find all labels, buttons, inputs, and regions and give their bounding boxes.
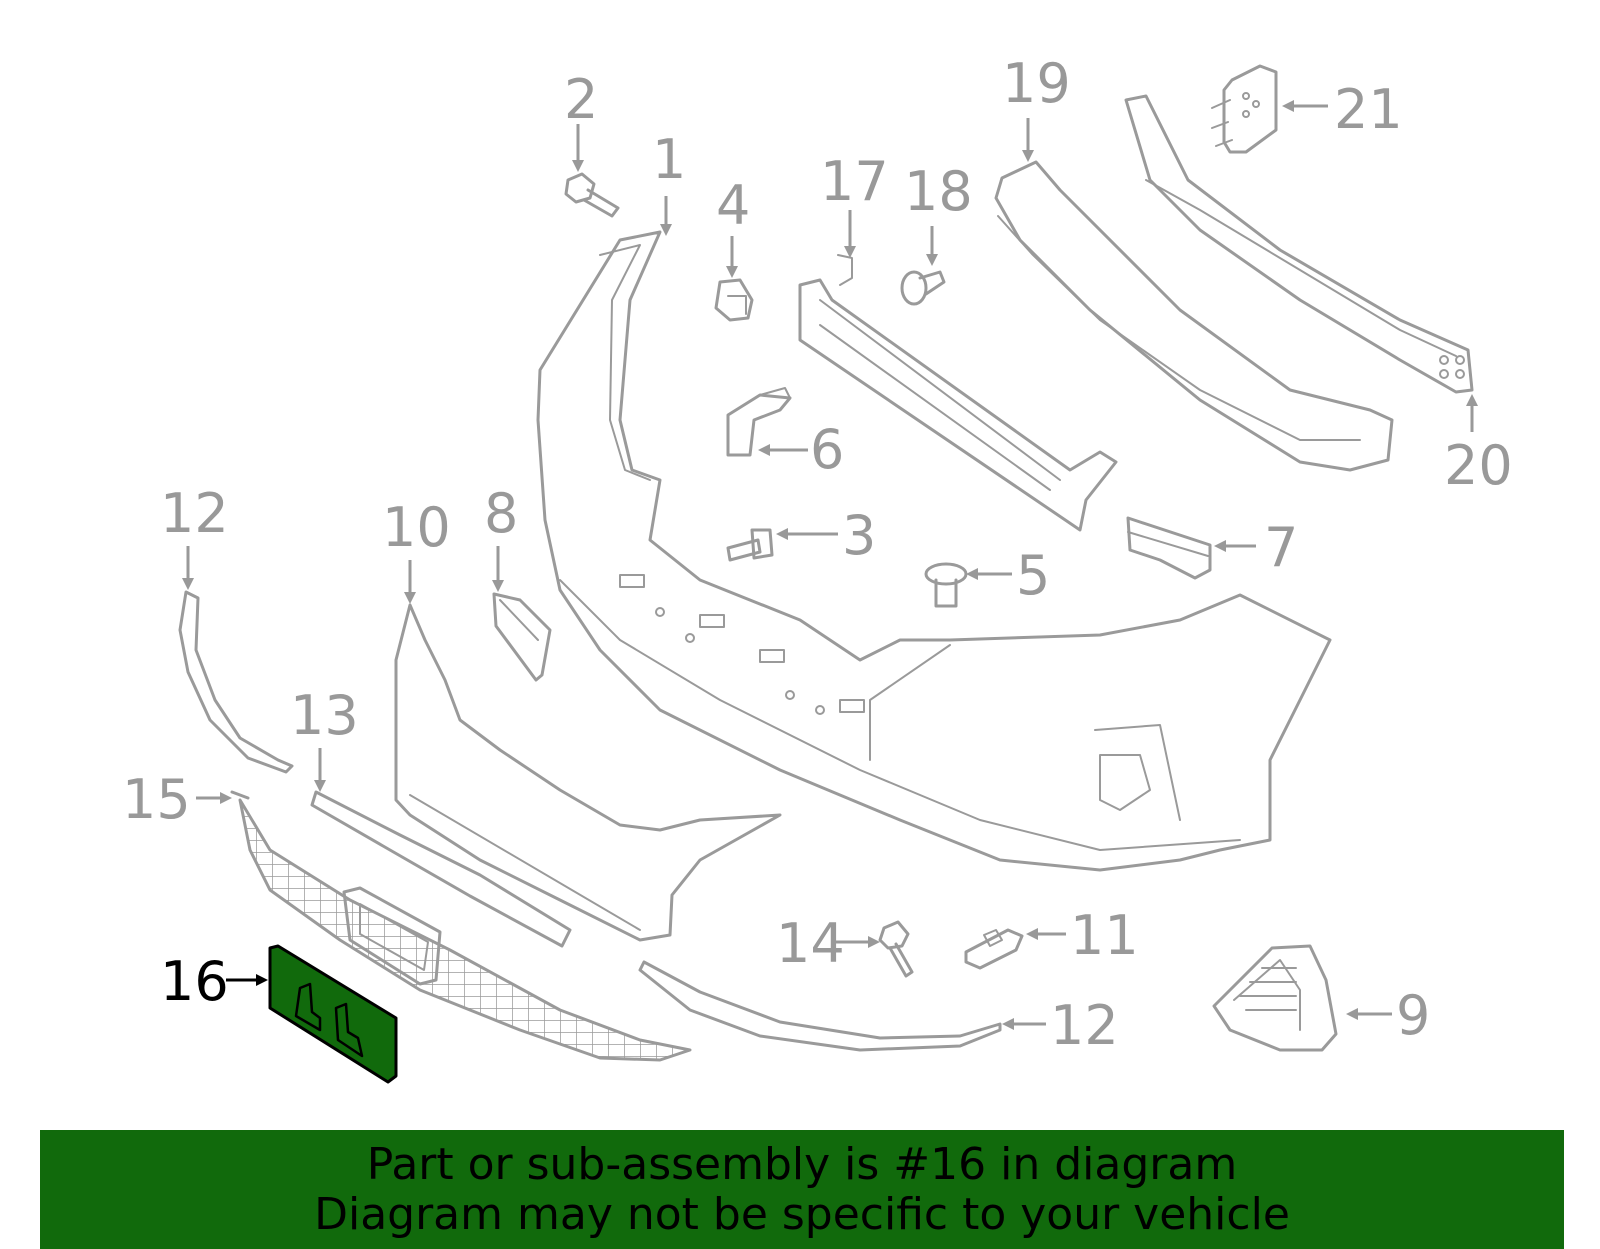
callout-12-lower: 12 — [1050, 994, 1119, 1057]
part-15-lower-grille[interactable] — [230, 790, 692, 1062]
callout-20: 20 — [1444, 434, 1513, 497]
callout-9: 9 — [1396, 984, 1430, 1047]
callout-17: 17 — [820, 150, 889, 213]
part-8-bracket[interactable] — [492, 592, 552, 682]
callout-11: 11 — [1070, 904, 1139, 967]
part-17-absorber[interactable] — [798, 254, 1118, 532]
part-12-molding-left[interactable] — [178, 590, 294, 774]
callout-21: 21 — [1334, 78, 1403, 141]
callout-6: 6 — [810, 418, 844, 481]
part-13-strip[interactable] — [310, 790, 572, 948]
part-2-bolt[interactable] — [564, 172, 620, 218]
part-18-push-pin[interactable] — [900, 270, 946, 306]
callout-3: 3 — [842, 504, 876, 567]
banner-line-2: Diagram may not be specific to your vehi… — [314, 1189, 1290, 1240]
part-19-absorber[interactable] — [994, 160, 1394, 472]
callout-2: 2 — [564, 68, 598, 131]
part-4-clip[interactable] — [714, 278, 754, 322]
callout-1: 1 — [652, 128, 686, 191]
callout-arrows — [182, 100, 1478, 1030]
callout-13: 13 — [290, 684, 359, 747]
callout-8: 8 — [484, 482, 518, 545]
callout-12-left: 12 — [160, 482, 229, 545]
callout-10: 10 — [382, 496, 451, 559]
callout-5: 5 — [1016, 544, 1050, 607]
part-16-license-bracket[interactable] — [268, 944, 398, 1084]
part-20-reinforcement[interactable] — [1124, 94, 1474, 394]
callout-7: 7 — [1264, 516, 1298, 579]
part-7-bracket[interactable] — [1126, 516, 1212, 580]
part-1-bumper-cover[interactable] — [536, 230, 1332, 872]
parts-diagram: 2 1 4 17 18 19 21 20 6 3 5 7 8 10 12 13 … — [122, 52, 1513, 1084]
callout-16: 16 — [160, 950, 229, 1013]
part-9-fog-bezel[interactable] — [1212, 944, 1338, 1052]
info-banner: Part or sub-assembly is #16 in diagram D… — [40, 1130, 1564, 1249]
part-12-molding-lower[interactable] — [638, 960, 1002, 1052]
callout-19: 19 — [1002, 52, 1071, 115]
part-6-bracket[interactable] — [726, 387, 792, 457]
part-14-bolt[interactable] — [878, 920, 914, 978]
callout-18: 18 — [904, 160, 973, 223]
part-10-lower-panel[interactable] — [394, 603, 782, 942]
callout-14: 14 — [776, 912, 845, 975]
part-11-nut-clip[interactable] — [964, 928, 1024, 970]
part-5-push-pin[interactable] — [924, 562, 968, 608]
part-3-screw[interactable] — [726, 528, 774, 562]
callout-4: 4 — [716, 174, 750, 237]
banner-line-1: Part or sub-assembly is #16 in diagram — [366, 1139, 1238, 1190]
part-21-mount-bracket[interactable] — [1211, 64, 1278, 154]
callout-15: 15 — [122, 768, 191, 831]
